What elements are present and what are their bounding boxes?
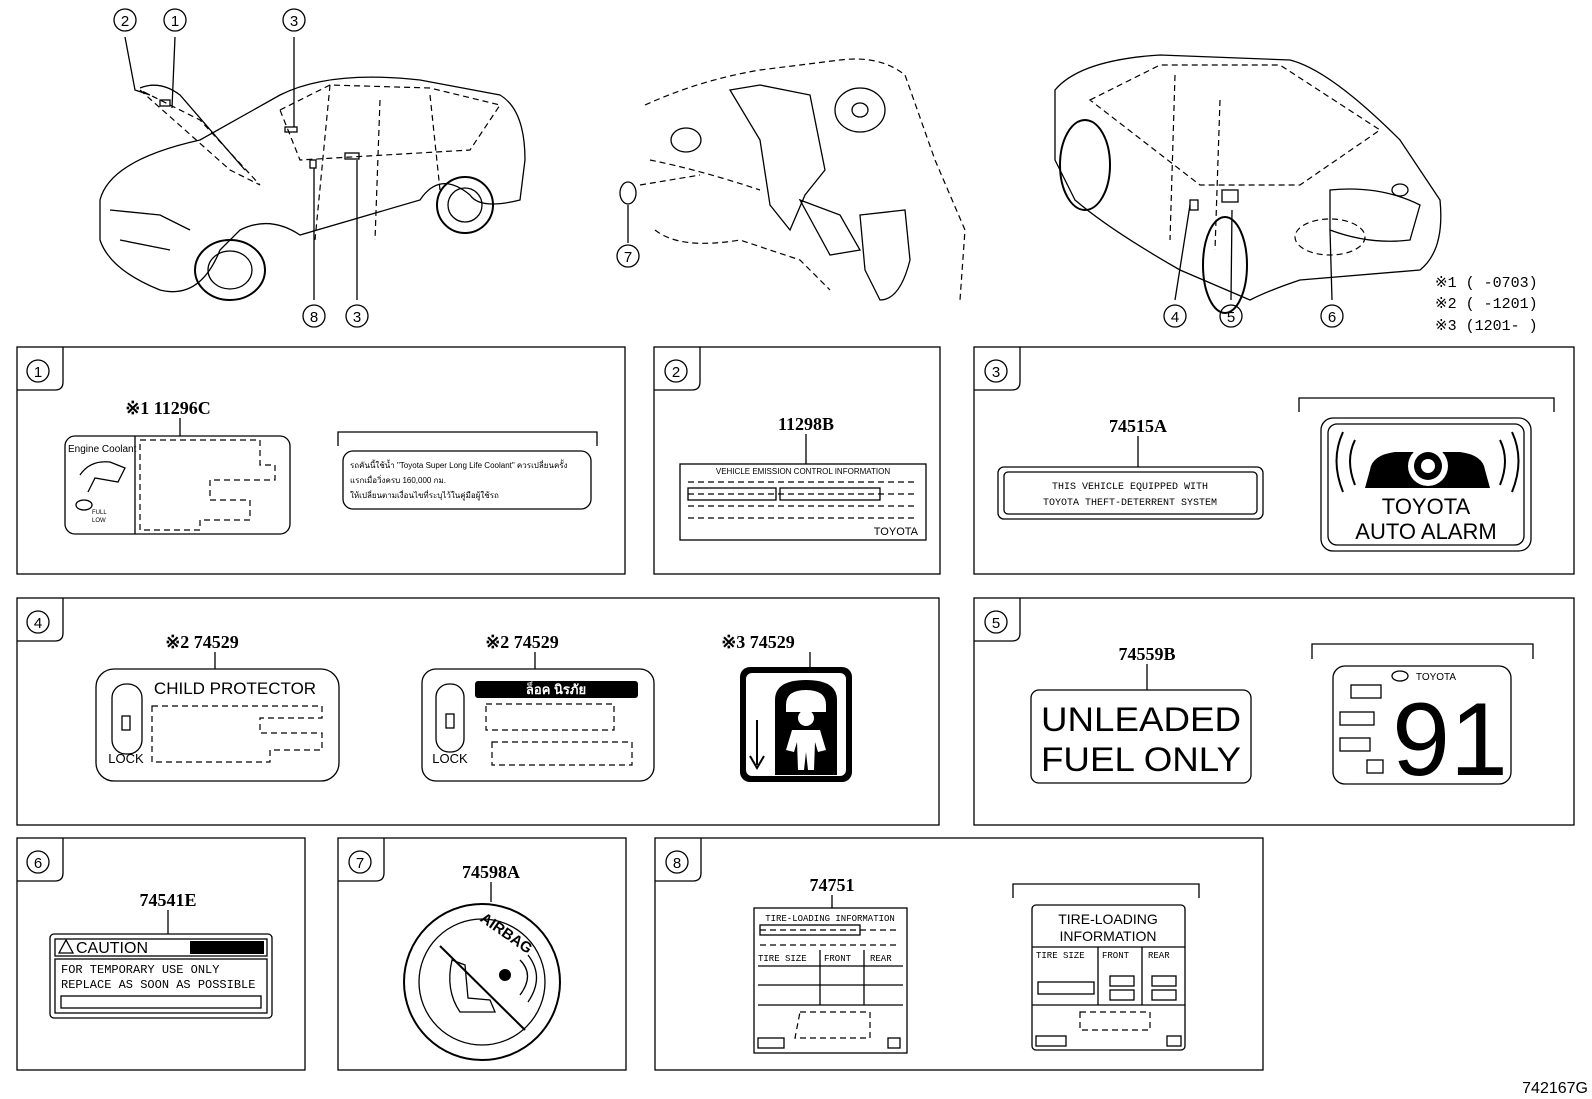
panel-1-number: 1 xyxy=(34,364,42,381)
coolant-alt-line1: รถคันนี้ใช้น้ำ "Toyota Super Long Life C… xyxy=(350,459,568,470)
panel-6: 6 74541E CAUTION FOR TEMPORARY USE ONLY … xyxy=(16,837,306,1071)
rear-a: REAR xyxy=(870,954,892,964)
fuel-brand: TOYOTA xyxy=(1416,672,1457,683)
panel-5: 5 74559B UNLEADED FUEL ONLY TOYOTA 91 xyxy=(973,597,1575,826)
rear-b: REAR xyxy=(1148,951,1170,961)
child-lock-icon xyxy=(740,667,852,782)
theft-line1: THIS VEHICLE EQUIPPED WITH xyxy=(1052,482,1208,493)
note-1: ※1 ( -0703) xyxy=(1435,275,1538,292)
panel-6-part-number: 74541E xyxy=(139,890,196,910)
airbag-seat-icon xyxy=(439,945,538,1031)
callout-3a: 3 xyxy=(290,13,298,30)
coolant-label-title: Engine Coolant xyxy=(68,444,137,455)
rear-car-illustration xyxy=(1054,54,1442,314)
thai-lock-text: ล็อค นิรภัย xyxy=(526,680,586,697)
panel-4: 4 ※2 74529 CHILD PROTECTOR LOCK ※2 74529… xyxy=(16,597,940,826)
coolant-full: FULL xyxy=(92,510,107,516)
panel-2-part-number: 11298B xyxy=(778,414,834,434)
front-b: FRONT xyxy=(1102,951,1130,961)
tire-size-a: TIRE SIZE xyxy=(758,954,807,964)
panel-7-part-number: 74598A xyxy=(462,862,520,882)
diagram-id: 742167G xyxy=(1522,1080,1588,1097)
panel-1-part-number: ※1 11296C xyxy=(125,398,211,418)
caution-line2: REPLACE AS SOON AS POSSIBLE xyxy=(61,978,255,992)
front-a: FRONT xyxy=(824,954,852,964)
panel-3: 3 74515A THIS VEHICLE EQUIPPED WITH TOYO… xyxy=(973,346,1575,575)
alarm-text-1: TOYOTA xyxy=(1382,494,1471,519)
note-2: ※2 ( -1201) xyxy=(1435,296,1538,313)
caution-line1: FOR TEMPORARY USE ONLY xyxy=(61,963,219,977)
interior-illustration xyxy=(619,58,966,301)
top-callouts: 2 1 3 8 3 7 4 5 6 xyxy=(113,8,1344,328)
tire-loading-b2: INFORMATION xyxy=(1060,928,1157,944)
panel-8-number: 8 xyxy=(673,855,681,872)
lock-text-a: LOCK xyxy=(108,751,144,766)
toyota-logo-icon xyxy=(1391,670,1409,682)
alarm-text-2: AUTO ALARM xyxy=(1355,519,1496,544)
panel-7: 7 74598A AIRBAG xyxy=(337,837,627,1071)
car-alarm-icon xyxy=(1335,431,1520,493)
callout-1: 1 xyxy=(171,13,179,30)
panel-7-number: 7 xyxy=(356,855,364,872)
tire-loading-a: TIRE-LOADING INFORMATION xyxy=(765,914,895,924)
panel-8-part-number: 74751 xyxy=(810,875,855,895)
panel-3-part-number: 74515A xyxy=(1109,416,1167,436)
unleaded-text: UNLEADED xyxy=(1041,701,1241,739)
panel-4-part-b: ※2 74529 xyxy=(485,632,559,652)
tire-loading-b1: TIRE-LOADING xyxy=(1058,911,1158,927)
lock-text-b: LOCK xyxy=(432,751,468,766)
octane-number: 91 xyxy=(1392,682,1508,798)
front-car-illustration xyxy=(99,36,526,301)
fuel-only-text: FUEL ONLY xyxy=(1041,741,1241,779)
coolant-low: LOW xyxy=(92,518,106,524)
coolant-alt-line2: แรกเมื่อวิ่งครบ 160,000 กม. xyxy=(350,474,446,485)
callout-8: 8 xyxy=(310,309,318,326)
callout-6: 6 xyxy=(1328,309,1336,326)
theft-line2: TOYOTA THEFT-DETERRENT SYSTEM xyxy=(1043,498,1217,509)
callout-5: 5 xyxy=(1227,309,1235,326)
caution-text: CAUTION xyxy=(76,940,148,957)
panel-4-part-a: ※2 74529 xyxy=(165,632,239,652)
note-3: ※3 (1201- ) xyxy=(1435,318,1538,335)
panel-4-part-c: ※3 74529 xyxy=(721,632,795,652)
warning-triangle-icon xyxy=(57,938,75,954)
panel-2-number: 2 xyxy=(672,364,680,381)
callout-3b: 3 xyxy=(353,309,361,326)
callout-4: 4 xyxy=(1171,309,1179,326)
panel-8: 8 74751 TIRE-LOADING INFORMATION TIRE SI… xyxy=(654,837,1264,1071)
child-protector-text: CHILD PROTECTOR xyxy=(154,679,316,698)
panel-2: 2 11298B VEHICLE EMISSION CONTROL INFORM… xyxy=(653,346,941,575)
emission-header: VEHICLE EMISSION CONTROL INFORMATION xyxy=(716,467,890,476)
panel-5-part-number: 74559B xyxy=(1118,644,1175,664)
panel-1: 1 ※1 11296C Engine Coolant FULL LOW รถคั… xyxy=(16,346,626,575)
callout-2: 2 xyxy=(121,13,129,30)
date-notes: ※1 ( -0703) ※2 ( -1201) ※3 (1201- ) xyxy=(1435,275,1538,335)
coolant-alt-line3: ให้เปลี่ยนตามเงื่อนไขที่ระบุไว้ในคู่มือผ… xyxy=(350,489,499,501)
panel-6-number: 6 xyxy=(34,855,42,872)
panel-3-number: 3 xyxy=(992,364,1000,381)
tire-size-b: TIRE SIZE xyxy=(1036,951,1085,961)
panel-4-number: 4 xyxy=(34,615,42,632)
emission-brand: TOYOTA xyxy=(874,526,919,538)
panel-5-number: 5 xyxy=(992,615,1000,632)
callout-7: 7 xyxy=(624,249,632,266)
